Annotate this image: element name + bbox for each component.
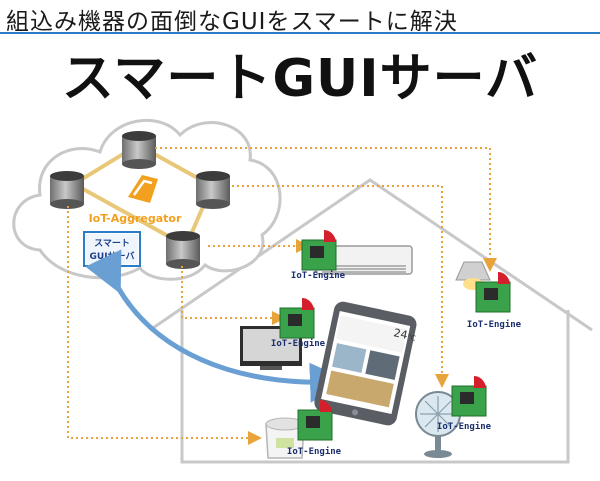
aggregator-logo-icon	[128, 175, 158, 203]
database-icon	[122, 131, 156, 169]
iot-engine-label-lamp: IoT-Engine	[467, 319, 522, 330]
lamp-icon	[455, 261, 491, 290]
smartphone-icon	[314, 301, 417, 426]
phone-connection-arrow	[85, 249, 350, 403]
header: 組込み機器の面倒なGUIをスマートに解決	[0, 0, 600, 35]
phone-temperature: 24	[392, 326, 408, 342]
air-conditioner-icon	[315, 245, 413, 275]
aggregator-label: IoT-Aggregator	[89, 212, 182, 225]
phone-temperature-unit: °C	[407, 333, 417, 343]
iot-engine-board-ac	[301, 230, 337, 271]
iot-engine-label-fan: IoT-Engine	[437, 421, 492, 432]
iot-engine-board-tv	[279, 298, 315, 339]
database-icon	[196, 171, 230, 209]
iot-engine-label-ac: IoT-Engine	[291, 270, 346, 281]
iot-engine-board-lamp	[475, 272, 511, 313]
iot-engine-board-cooker	[297, 400, 333, 441]
server-box-line2: GUIサーバ	[90, 251, 135, 262]
iot-engine-label-cooker: IoT-Engine	[287, 446, 342, 457]
rice-cooker-icon	[265, 417, 305, 459]
database-icon	[166, 231, 200, 269]
server-box-line1: スマート	[94, 238, 130, 249]
database-icon	[50, 171, 84, 209]
page-title: スマートGUIサーバ	[61, 49, 539, 109]
smart-gui-server-box: スマート GUIサーバ	[83, 231, 141, 267]
header-rule	[0, 32, 600, 34]
iot-engine-board-fan	[451, 376, 487, 417]
iot-engine-label-tv: IoT-Engine	[271, 338, 326, 349]
subtitle: 組込み機器の面倒なGUIをスマートに解決	[6, 9, 458, 35]
